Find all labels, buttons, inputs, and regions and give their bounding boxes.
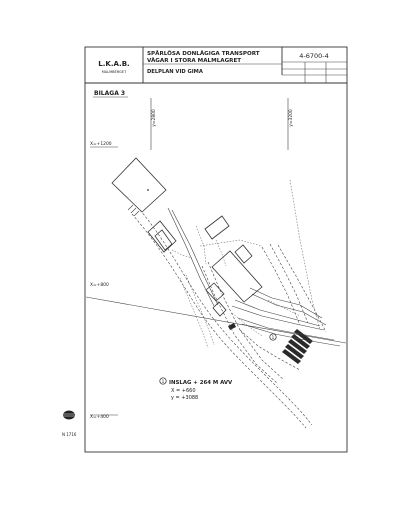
storage-blocks [228,323,313,364]
subtitle: DELPLAN VID GIMA [147,69,203,75]
marker-1: 1 [269,333,277,341]
legend-line-1: INSLAG + 264 M AVV [169,380,233,386]
tracks [167,207,341,347]
hatch-marks [127,204,140,217]
building-annex [234,244,253,264]
dashed-roads [131,179,327,429]
building-small-1-inner [154,229,173,251]
grid-label-y-left: y=2800 [151,109,157,127]
title-block: L.K.A.B. MALMBERGET SPÅRLÖSA DONLÄGIGA T… [85,47,347,84]
drawing-frame [84,46,348,453]
grid-label-x-top: X=+1200 [90,141,112,147]
marker-1-label: 1 [272,335,275,340]
main-diagonal-line [85,296,347,344]
building-large [111,157,167,213]
building-small-4 [212,301,227,317]
company-sub: MALMBERGET [102,70,127,74]
building-small-2 [204,215,230,240]
buildings [111,157,263,317]
legend-number: 1 [162,379,165,384]
legend-line-3: y = +3088 [171,395,198,401]
title-line-2: VÄGAR I STORA MALMLAGRET [147,57,241,64]
legend-box: 1 INSLAG + 264 M AVV X = +660 y = +3088 [155,373,233,407]
grid-label-x-bottom: X=+400 [90,414,109,420]
drawing-number: 4-6700-4 [299,52,329,60]
legend-line-2: X = +660 [171,388,196,394]
building-small-3 [205,282,225,302]
margin-note: N 1716 [62,432,77,437]
grid-label-x-mid: X=+800 [90,282,109,288]
punch-hole [63,410,75,420]
grid-label-y-right: y=3200 [288,109,294,127]
grid-lines [90,98,289,416]
building-main [211,250,263,303]
title-line-1: SPÅRLÖSA DONLÄGIGA TRANSPORT [147,50,260,57]
appendix-label: BILAGA 3 [94,90,125,97]
company-name: L.K.A.B. [98,60,129,68]
